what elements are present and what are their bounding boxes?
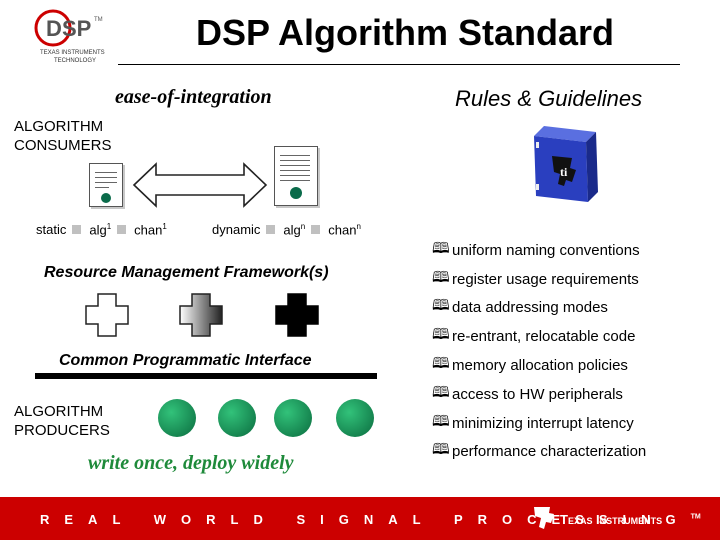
consumers-line-1: ALGORITHM	[14, 118, 104, 135]
dynamic-label: dynamic	[212, 222, 261, 238]
list-item: 🕮register usage requirements	[432, 265, 646, 294]
list-item: 🕮minimizing interrupt latency	[432, 409, 646, 438]
algorithm-circle	[336, 399, 374, 437]
svg-text:D: D	[46, 16, 62, 41]
book-icon: 🕮	[432, 297, 450, 315]
book-icon: 🕮	[432, 383, 450, 401]
common-programmatic-interface-label: Common Programmatic Interface	[59, 352, 312, 369]
resource-management-framework-label: Resource Management Framework(s)	[44, 264, 329, 281]
dynamic-params: dynamic algn chann	[212, 222, 361, 237]
ease-of-integration-label: ease-of-integration	[115, 86, 272, 108]
texas-instruments-brand: Texas Instruments	[560, 512, 663, 527]
book-icon: 🕮	[432, 268, 450, 286]
square-icon	[266, 225, 276, 235]
binder-book-icon: ti	[534, 126, 598, 202]
alg-1-label: alg1	[89, 222, 112, 238]
square-icon	[311, 225, 321, 235]
list-item: 🕮memory allocation policies	[432, 351, 646, 380]
rules-guidelines-title: Rules & Guidelines	[455, 86, 643, 111]
double-arrow-icon	[132, 162, 268, 208]
svg-text:TEXAS INSTRUMENTS: TEXAS INSTRUMENTS	[40, 50, 105, 56]
square-icon	[72, 225, 82, 235]
book-icon: 🕮	[432, 239, 450, 257]
plus-shape-black-icon	[275, 293, 319, 337]
dsp-logo: D SP TM TEXAS INSTRUMENTS TECHNOLOGY	[30, 6, 110, 68]
footer-bar	[0, 497, 720, 540]
interface-bar	[35, 373, 377, 379]
algorithm-consumers-label: ALGORITHM CONSUMERS	[14, 117, 112, 155]
plus-shape-gradient-icon	[179, 293, 223, 337]
algorithm-circle	[274, 399, 312, 437]
chan-1-label: chan1	[134, 222, 167, 238]
svg-text:SP: SP	[62, 16, 91, 41]
title-rule	[118, 64, 680, 65]
book-icon: 🕮	[432, 326, 450, 344]
plus-shape-white-icon	[85, 293, 129, 337]
write-once-deploy-widely-label: write once, deploy widely	[88, 452, 294, 474]
chan-n-label: chann	[328, 222, 361, 238]
square-icon	[117, 225, 127, 235]
book-icon: 🕮	[432, 441, 450, 459]
list-item: 🕮data addressing modes	[432, 294, 646, 323]
guidelines-list: 🕮uniform naming conventions 🕮register us…	[432, 236, 646, 466]
svg-text:TM: TM	[94, 17, 103, 23]
producers-line-2: PRODUCERS	[14, 422, 110, 439]
page-title: DSP Algorithm Standard	[195, 12, 615, 53]
producers-line-1: ALGORITHM	[14, 403, 104, 420]
document-icon-left	[89, 163, 123, 207]
ti-logo-icon	[534, 507, 554, 529]
book-icon: 🕮	[432, 355, 450, 373]
list-item: 🕮performance characterization	[432, 438, 646, 467]
algorithm-circle	[158, 399, 196, 437]
consumers-line-2: CONSUMERS	[14, 137, 112, 154]
algorithm-producers-label: ALGORITHM PRODUCERS	[14, 402, 110, 440]
list-item: 🕮uniform naming conventions	[432, 236, 646, 265]
svg-text:ti: ti	[560, 165, 568, 179]
document-icon-right	[274, 146, 318, 206]
static-label: static	[36, 222, 67, 238]
algorithm-circle	[218, 399, 256, 437]
list-item: 🕮re-entrant, relocatable code	[432, 322, 646, 351]
book-icon: 🕮	[432, 412, 450, 430]
footer-tagline: REAL WORLD SIGNAL PROCESSINGTM	[40, 512, 701, 527]
alg-n-label: algn	[283, 222, 306, 238]
svg-text:TECHNOLOGY: TECHNOLOGY	[54, 58, 96, 64]
list-item: 🕮access to HW peripherals	[432, 380, 646, 409]
static-params: static alg1 chan1	[36, 222, 167, 237]
